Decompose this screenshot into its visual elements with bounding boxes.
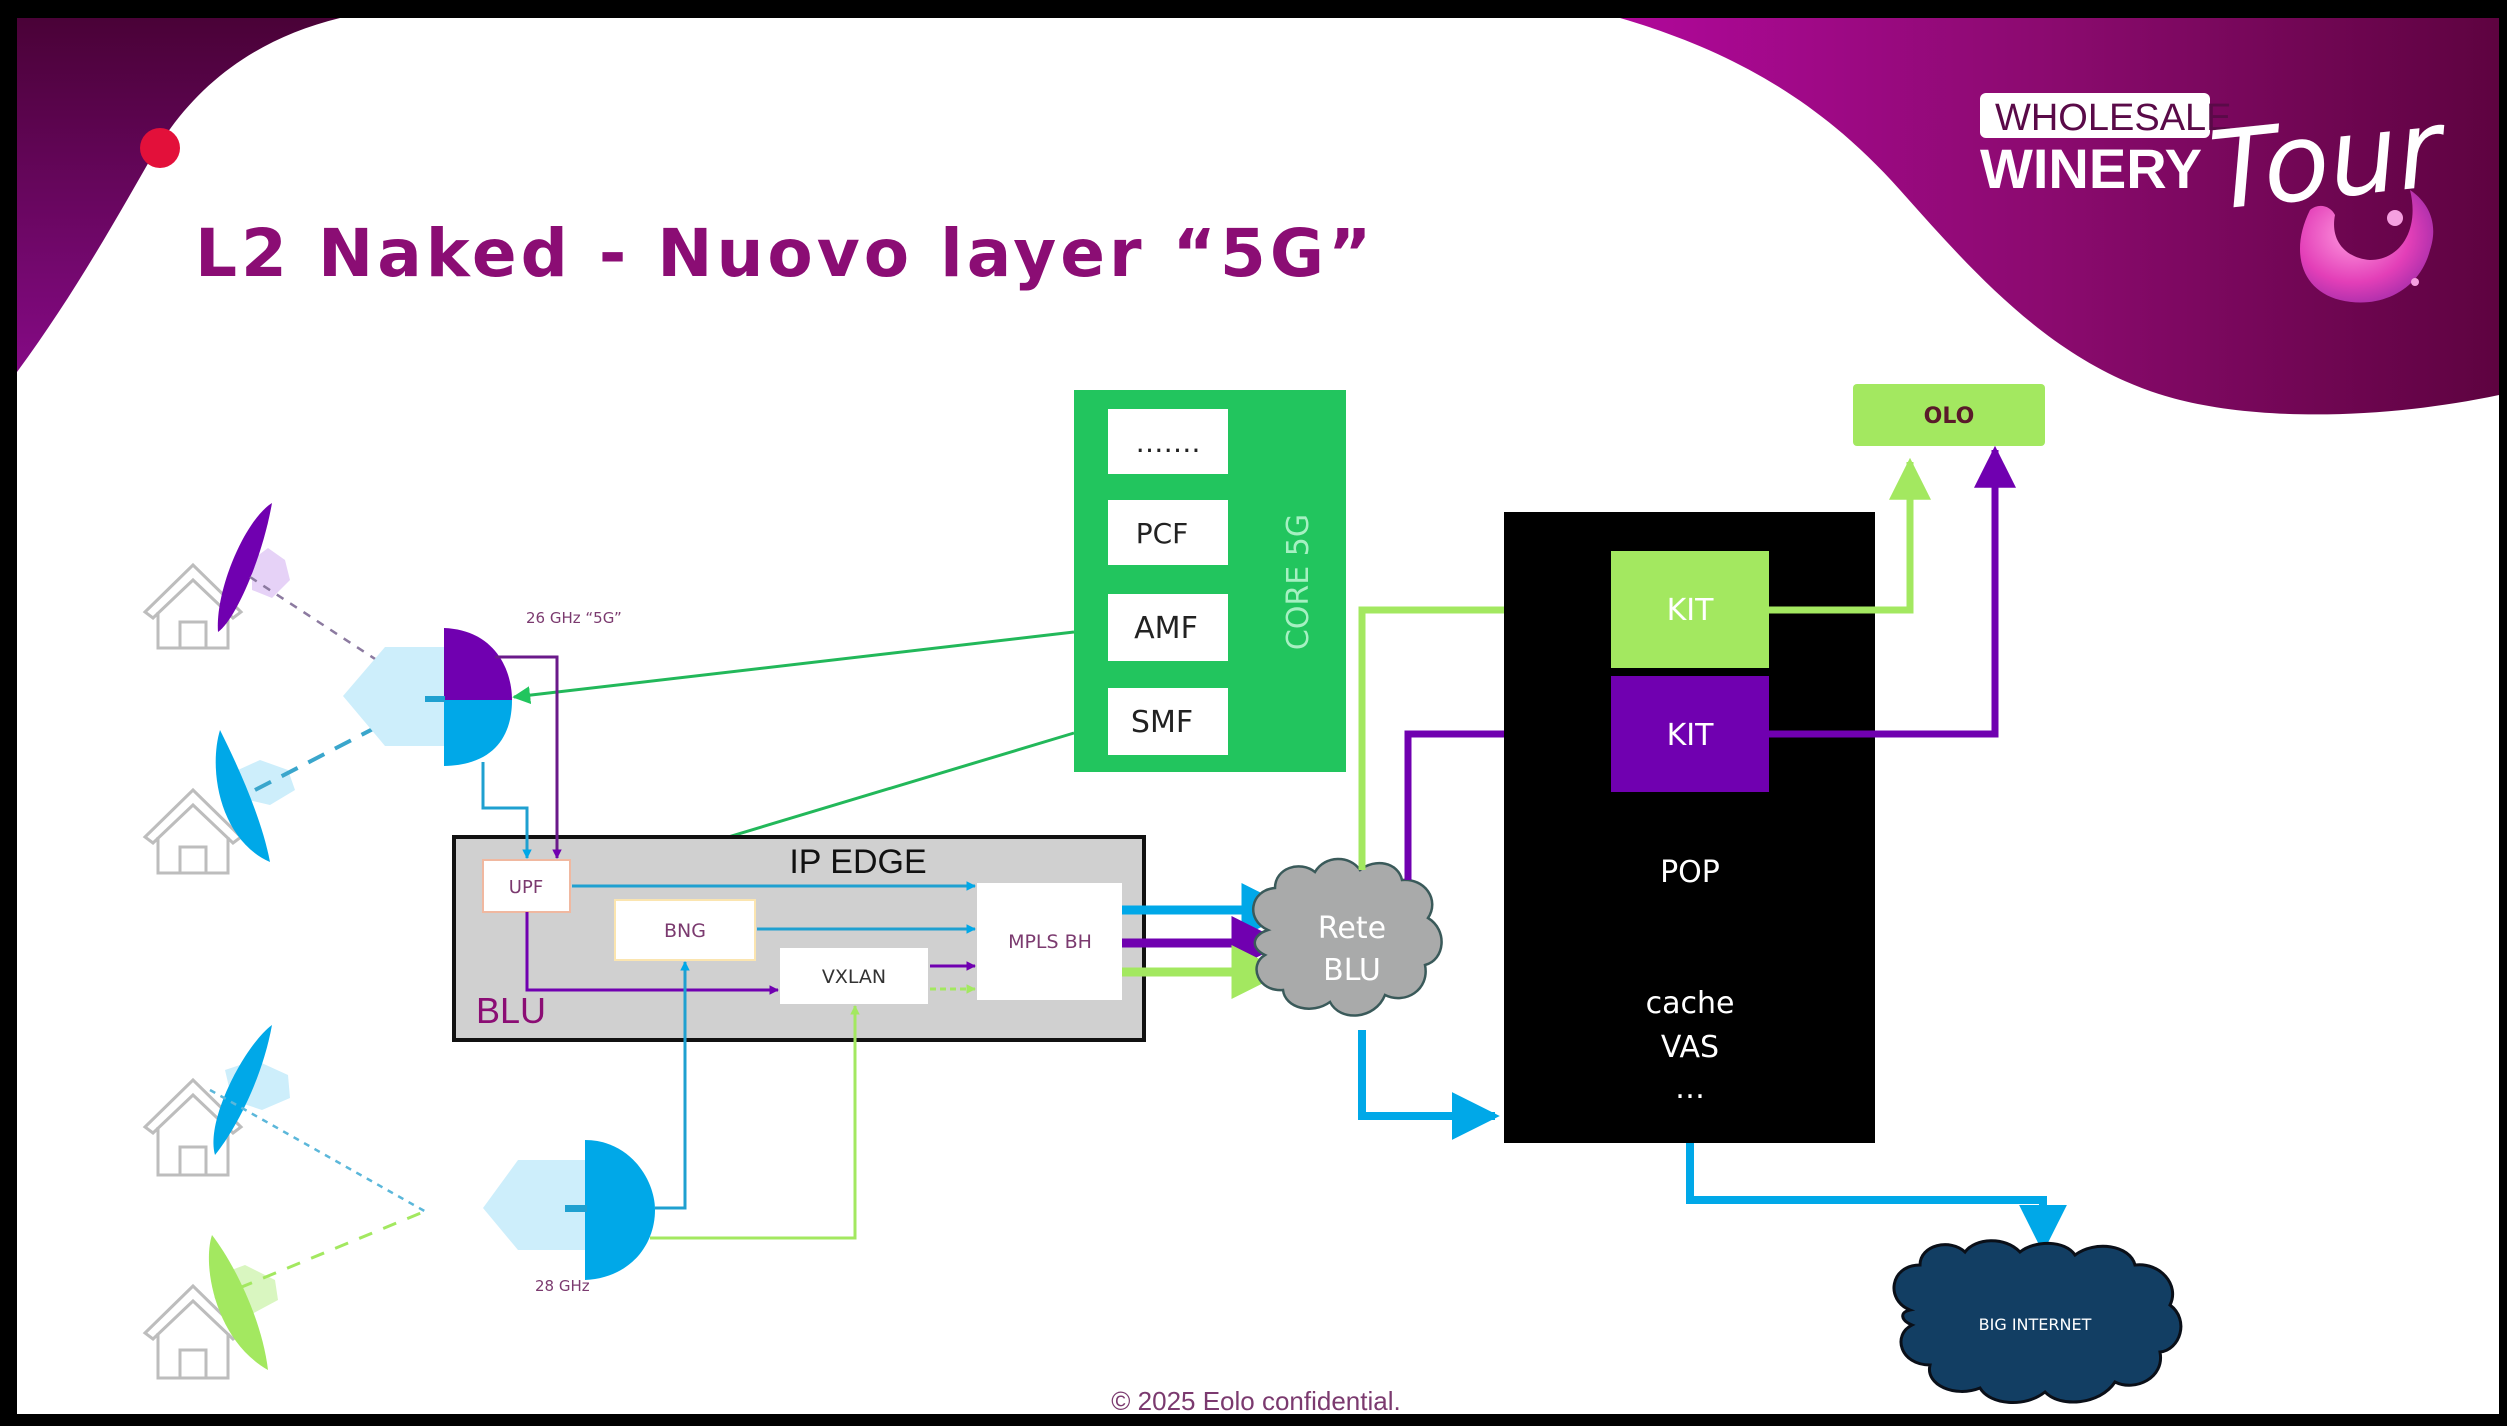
ip-edge-title: IP EDGE [789, 843, 926, 881]
amf-to-bs-link [512, 630, 1075, 705]
svg-text:PCF: PCF [1136, 517, 1189, 550]
svg-text:…….: ……. [1136, 426, 1201, 459]
left-brand-wave [17, 18, 340, 372]
core5g-function-smf[interactable]: SMF [1108, 688, 1228, 755]
logo-wholesale-text: WHOLESALE [1995, 97, 2232, 139]
pop-service-vas: VAS [1661, 1030, 1719, 1065]
svg-text:OLO: OLO [1924, 404, 1975, 429]
link-bs28-to-bng [655, 961, 690, 1210]
wholesale-winery-tour-logo: WHOLESALE WINERY Tour [1980, 86, 2453, 303]
core5g-function-amf[interactable]: AMF [1108, 594, 1228, 661]
pop-box: KIT KIT POP cache VAS … [1504, 512, 1875, 1143]
wine-splash-icon [2300, 190, 2434, 303]
big-internet-cloud[interactable]: BIG INTERNET [1892, 1239, 2183, 1405]
house-icon [142, 1077, 244, 1177]
footer-confidential: © 2025 Eolo confidential. [1111, 1386, 1400, 1416]
kit-green[interactable]: KIT [1611, 551, 1769, 668]
right-brand-wave [1620, 18, 2499, 415]
core-5g: ……. PCF AMF SMF CORE 5G [1074, 390, 1346, 772]
label-26ghz: 26 GHz “5G” [526, 609, 622, 627]
pop-service-cache: cache [1646, 986, 1735, 1021]
link-bs26-to-upf-blue [481, 762, 532, 859]
link-bs28-to-vxlan [650, 1005, 860, 1240]
link-kit-olo-purple [1769, 445, 2016, 738]
house-icon [142, 1283, 244, 1380]
node-bng[interactable]: BNG [614, 899, 756, 961]
core5g-label: CORE 5G [1281, 514, 1316, 650]
node-vxlan[interactable]: VXLAN [780, 948, 928, 1004]
kit-purple[interactable]: KIT [1611, 676, 1769, 792]
house-icon [142, 562, 244, 650]
logo-winery-text: WINERY [1980, 137, 2202, 200]
core5g-function[interactable]: ……. [1108, 409, 1228, 474]
svg-text:KIT: KIT [1667, 593, 1715, 628]
logo-wholesale-badge [1980, 93, 2210, 138]
link-kit-olo-lime [1769, 457, 1931, 614]
svg-text:BNG: BNG [664, 920, 706, 942]
page-title: L2 Naked - Nuovo layer “5G” [195, 215, 1375, 292]
svg-text:KIT: KIT [1667, 718, 1715, 753]
radio-link [209, 1088, 429, 1215]
core5g-function-pcf[interactable]: PCF [1108, 500, 1228, 565]
cpe-dish-purple [217, 503, 290, 632]
cpe-group [142, 562, 244, 1380]
olo-box[interactable]: OLO [1853, 384, 2045, 446]
base-station-28ghz [483, 1140, 655, 1280]
link-bs26-to-upf-purple [495, 655, 562, 859]
house-icon [142, 787, 244, 875]
blu-label: BLU [476, 990, 546, 1031]
svg-text:MPLS BH: MPLS BH [1008, 931, 1092, 953]
svg-text:Rete: Rete [1318, 911, 1386, 946]
pop-service-more: … [1675, 1071, 1705, 1106]
ip-edge-box: IP EDGE BLU UPF BNG VXLAN MPLS BH [452, 835, 1146, 1042]
base-station-26ghz [343, 628, 512, 766]
link-pop-internet [1686, 1143, 2067, 1253]
node-mpls-bh[interactable]: MPLS BH [977, 883, 1122, 1000]
svg-text:AMF: AMF [1134, 611, 1198, 646]
radio-link [214, 1208, 429, 1300]
cpe-dish-blue [213, 1025, 290, 1155]
pop-label: POP [1660, 855, 1720, 890]
svg-text:BIG INTERNET: BIG INTERNET [1979, 1315, 2092, 1334]
label-28ghz: 28 GHz [535, 1277, 590, 1295]
link-upf-vxlan [525, 912, 779, 995]
svg-text:SMF: SMF [1131, 705, 1193, 740]
link-rete-pop-blue [1358, 1030, 1500, 1140]
svg-text:VXLAN: VXLAN [822, 966, 886, 988]
rete-blu-cloud[interactable]: Rete BLU [1251, 857, 1443, 1017]
svg-text:UPF: UPF [509, 877, 543, 898]
red-dot [140, 128, 180, 168]
node-upf[interactable]: UPF [482, 859, 571, 913]
svg-text:BLU: BLU [1323, 953, 1381, 988]
